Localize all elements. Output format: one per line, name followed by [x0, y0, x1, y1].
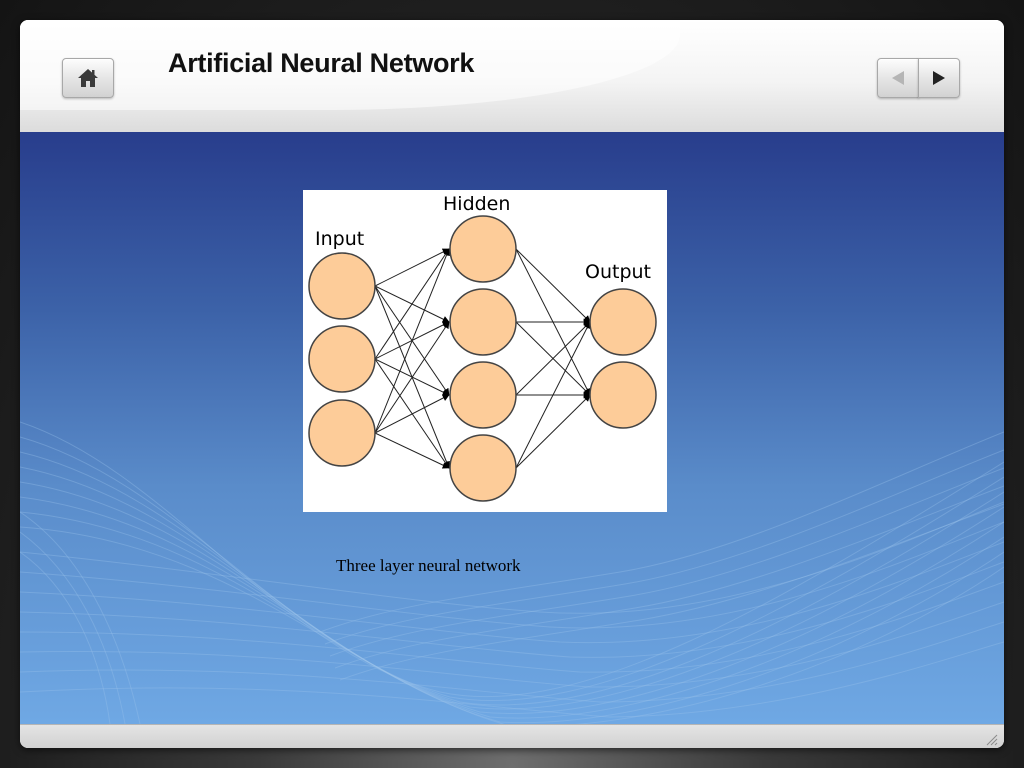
output-node	[589, 288, 657, 356]
input-node	[308, 399, 376, 467]
slide-header: Artificial Neural Network	[20, 20, 1004, 132]
input-layer-label: Input	[315, 228, 364, 250]
slide-content: Input Hidden Output Three layer neural n…	[20, 132, 1004, 724]
hidden-node	[449, 215, 517, 283]
figure-caption: Three layer neural network	[336, 556, 521, 575]
output-layer-label: Output	[585, 261, 651, 283]
next-slide-button[interactable]	[918, 58, 960, 98]
neural-network-diagram: Input Hidden Output	[308, 193, 657, 502]
hidden-node	[449, 434, 517, 502]
slide-navigation	[877, 58, 960, 98]
edge	[374, 432, 450, 469]
input-node	[308, 325, 376, 393]
edge	[374, 321, 450, 434]
resize-grip-icon[interactable]	[984, 732, 998, 746]
edge	[515, 248, 591, 323]
edge	[515, 321, 591, 469]
hidden-node	[449, 288, 517, 356]
previous-slide-button[interactable]	[877, 58, 919, 98]
hidden-layer-label: Hidden	[443, 193, 510, 215]
slide-frame: Artificial Neural Network	[20, 20, 1004, 748]
edge	[515, 394, 591, 469]
neural-network-figure: Input Hidden Output	[303, 190, 667, 512]
triangle-left-icon	[892, 71, 904, 85]
home-icon	[78, 69, 98, 87]
edge	[515, 321, 591, 396]
nodes	[308, 215, 657, 502]
triangle-right-icon	[933, 71, 945, 85]
edge	[374, 248, 450, 287]
slide-footer	[20, 724, 1004, 748]
edge	[374, 248, 450, 434]
page-title: Artificial Neural Network	[168, 48, 475, 78]
hidden-node	[449, 361, 517, 429]
home-button[interactable]	[62, 58, 114, 98]
edge	[374, 248, 450, 360]
connections	[374, 248, 591, 469]
output-node	[589, 361, 657, 429]
edge	[374, 394, 450, 434]
input-node	[308, 252, 376, 320]
wave-background	[20, 421, 1004, 724]
